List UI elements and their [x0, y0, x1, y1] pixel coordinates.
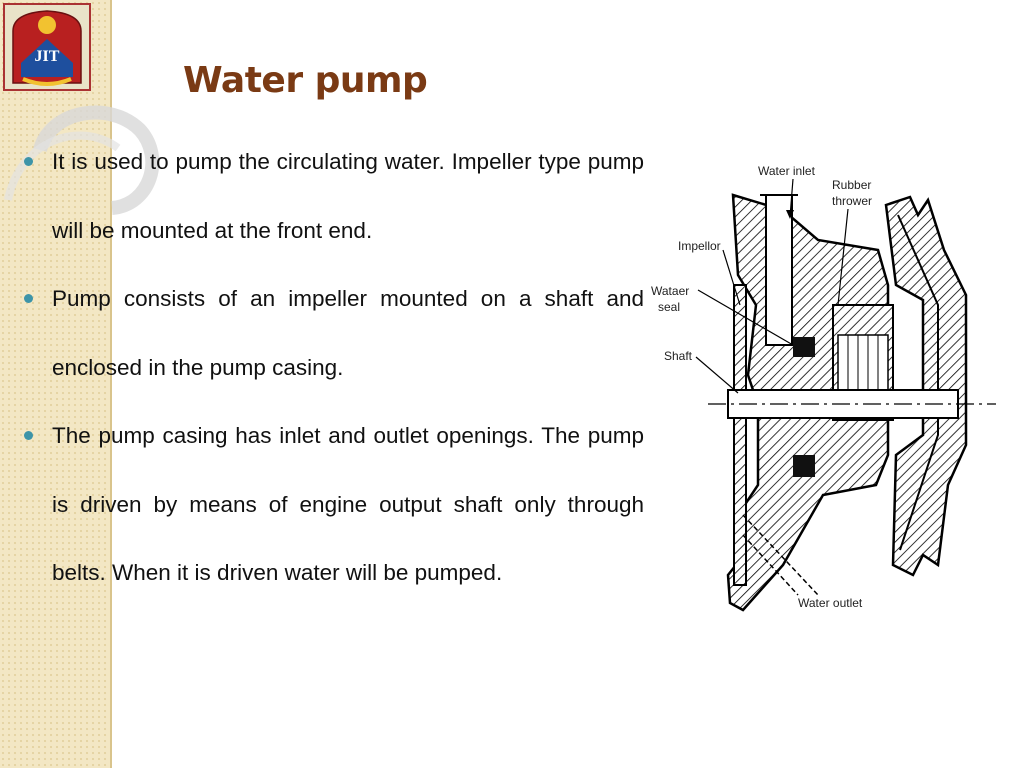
bullet-item: Pump consists of an impeller mounted on … [22, 265, 644, 402]
bullet-list: It is used to pump the circulating water… [22, 128, 644, 608]
label-water-outlet: Water outlet [798, 596, 863, 610]
label-rubber: Rubber [832, 178, 871, 192]
label-shaft: Shaft [664, 349, 693, 363]
impeller [733, 284, 747, 586]
institution-logo: JIT [3, 3, 91, 91]
label-water-inlet: Water inlet [758, 164, 816, 178]
bullet-item: The pump casing has inlet and outlet ope… [22, 402, 644, 608]
logo-text: JIT [35, 48, 60, 65]
label-impellor: Impellor [678, 239, 721, 253]
bullet-item: It is used to pump the circulating water… [22, 128, 644, 265]
label-seal: seal [658, 300, 680, 314]
slide-title: Water pump [183, 60, 428, 101]
water-pump-diagram: Water inlet Rubber thrower Impellor Wata… [651, 164, 996, 612]
label-thrower: thrower [832, 194, 872, 208]
pulley-casing [884, 195, 968, 577]
water-seal [793, 337, 815, 357]
label-wataer: Wataer [651, 284, 689, 298]
